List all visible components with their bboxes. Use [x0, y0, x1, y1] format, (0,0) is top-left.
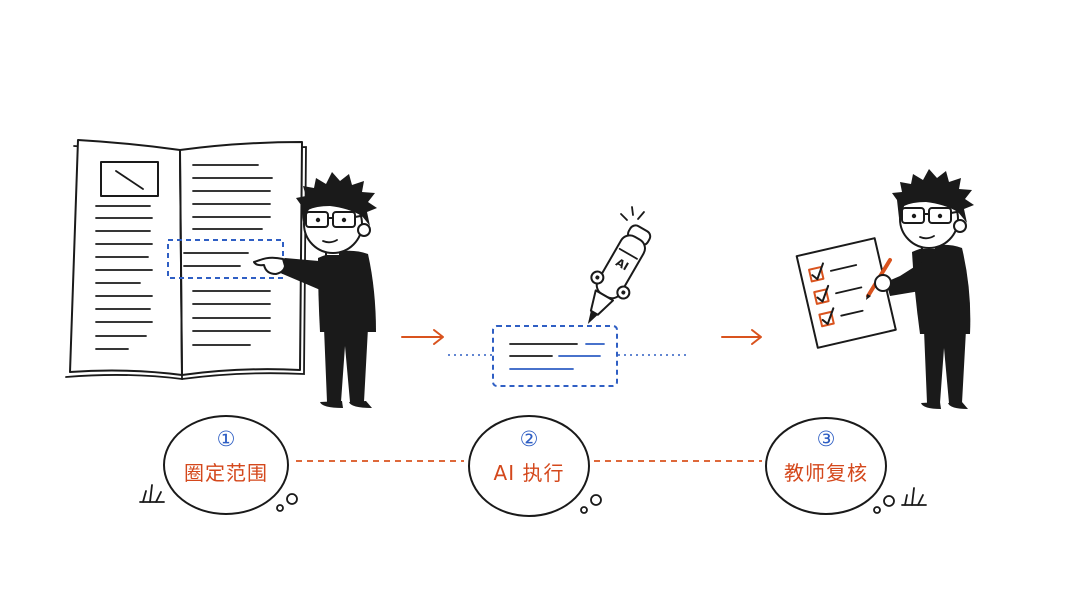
step-1-label: 圈定范围: [184, 461, 268, 485]
step-3-number: ③: [817, 427, 836, 451]
open-book-icon: [65, 139, 307, 381]
pen-label: AI: [613, 256, 630, 274]
sparkle-icon: [620, 206, 645, 221]
arrow-right-icon: [721, 329, 762, 345]
step-1-bubble: ① 圈定范围: [163, 415, 298, 515]
book-right-text-lines: [192, 164, 273, 346]
ai-robot-pen-icon: AI: [587, 206, 652, 324]
checkbox-checked-icon: [813, 284, 863, 305]
checkbox-checked-icon: [818, 307, 864, 328]
generated-text-box: [492, 325, 618, 387]
ai-output-area: [448, 325, 686, 387]
book-picture-icon: [100, 161, 159, 197]
step-2-bubble: ② AI 执行: [468, 415, 602, 517]
step-3-bubble: ③ 教师复核: [765, 417, 895, 515]
selected-passage-box: [167, 239, 284, 279]
checklist-paper-icon: [795, 237, 897, 349]
step-3-label: 教师复核: [784, 461, 868, 485]
teacher-reviewing-figure: [866, 169, 974, 409]
teacher-pointing-figure: [253, 172, 377, 408]
book-left-text-lines: [95, 205, 153, 350]
grass-tuft-icon: [901, 487, 927, 506]
step-2-label: AI 执行: [494, 461, 565, 485]
step-1-number: ①: [217, 427, 236, 451]
arrow-right-icon: [401, 329, 444, 345]
checkbox-checked-icon: [808, 262, 858, 283]
step-2-number: ②: [520, 427, 539, 451]
grass-tuft-icon: [139, 484, 165, 503]
